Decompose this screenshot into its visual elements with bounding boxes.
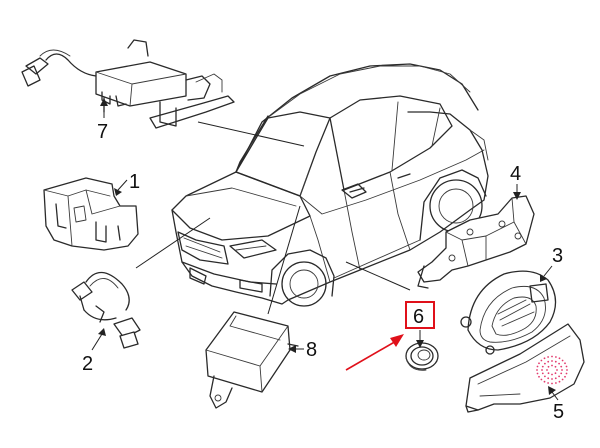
grille-dot xyxy=(554,365,557,368)
grille-dot xyxy=(551,373,553,376)
grille-dot xyxy=(551,378,553,380)
callout-5-label: 5 xyxy=(553,401,564,423)
part-6-grommet xyxy=(405,342,439,371)
grille-dot xyxy=(544,362,546,365)
grille-dot xyxy=(547,377,550,380)
grille-dot xyxy=(560,365,563,368)
callout-2: 2 xyxy=(82,328,106,375)
grille-dot xyxy=(547,365,550,368)
grille-dot xyxy=(540,359,543,362)
callout-8: 8 xyxy=(288,339,317,361)
callout-4: 4 xyxy=(510,163,521,200)
grille-dot xyxy=(555,382,557,384)
grille-dot xyxy=(554,360,557,363)
grille-dot xyxy=(565,372,568,375)
grille-dot xyxy=(551,364,553,367)
grille-dot xyxy=(536,365,539,368)
leader-lines xyxy=(135,121,411,315)
grille-dot xyxy=(558,380,561,383)
grille-dot xyxy=(560,372,563,375)
grille-dot xyxy=(551,355,553,358)
grille-dot xyxy=(543,357,546,360)
grille-dot xyxy=(536,372,539,375)
grille-dot xyxy=(554,377,557,380)
callout-3: 3 xyxy=(540,245,563,282)
callout-6: 6 xyxy=(405,301,435,348)
grille-dot xyxy=(541,372,544,375)
grille-dot xyxy=(558,357,561,360)
vehicle-illustration xyxy=(171,63,489,307)
callout-3-label: 3 xyxy=(552,245,563,267)
callout-1-label: 1 xyxy=(129,171,140,193)
grille-dot xyxy=(538,362,540,365)
grille-dot xyxy=(538,375,540,378)
grille-dot xyxy=(547,372,550,375)
grille-dot xyxy=(541,369,543,371)
grille-dot xyxy=(551,360,553,362)
callout-7: 7 xyxy=(97,98,108,143)
grille-dot xyxy=(547,360,550,363)
part-3-speaker xyxy=(460,270,557,355)
highlight-box xyxy=(405,301,435,329)
callout-8-label: 8 xyxy=(306,339,317,361)
grille-dot xyxy=(547,382,549,384)
grille-dot xyxy=(558,362,560,365)
grille-dot xyxy=(540,378,543,381)
grille-dot xyxy=(546,369,548,371)
grille-dot xyxy=(565,365,568,368)
grille-dot xyxy=(561,369,563,371)
grille-dot xyxy=(564,375,566,378)
part-7-module xyxy=(21,39,235,129)
grille-dot xyxy=(556,369,558,371)
callout-1: 1 xyxy=(114,171,140,196)
highlight-arrow xyxy=(345,334,404,371)
grille-dot xyxy=(547,356,549,358)
callout-7-label: 7 xyxy=(97,121,108,143)
grille-dot xyxy=(536,369,538,371)
part-4-bracket xyxy=(417,195,535,289)
part-8-module xyxy=(205,311,299,409)
callout-6-label: 6 xyxy=(413,306,424,328)
grille-dot xyxy=(555,356,557,358)
grille-dot xyxy=(543,380,546,383)
grille-dot xyxy=(566,369,568,371)
speaker-grille-dots xyxy=(536,355,568,385)
callout-5: 5 xyxy=(548,386,564,423)
grille-dot xyxy=(551,382,553,385)
grille-dot xyxy=(561,378,564,381)
grille-dot xyxy=(541,365,544,368)
grille-dot xyxy=(544,375,546,378)
grille-dot xyxy=(561,359,564,362)
callout-2-label: 2 xyxy=(82,353,93,375)
grille-dot xyxy=(564,362,566,365)
part-1-bracket xyxy=(43,177,139,251)
part-5-trim-panel xyxy=(465,323,585,413)
callout-4-label: 4 xyxy=(510,163,521,185)
grille-dot xyxy=(554,372,557,375)
grille-dot xyxy=(558,375,560,378)
part-2-harness xyxy=(71,271,141,349)
